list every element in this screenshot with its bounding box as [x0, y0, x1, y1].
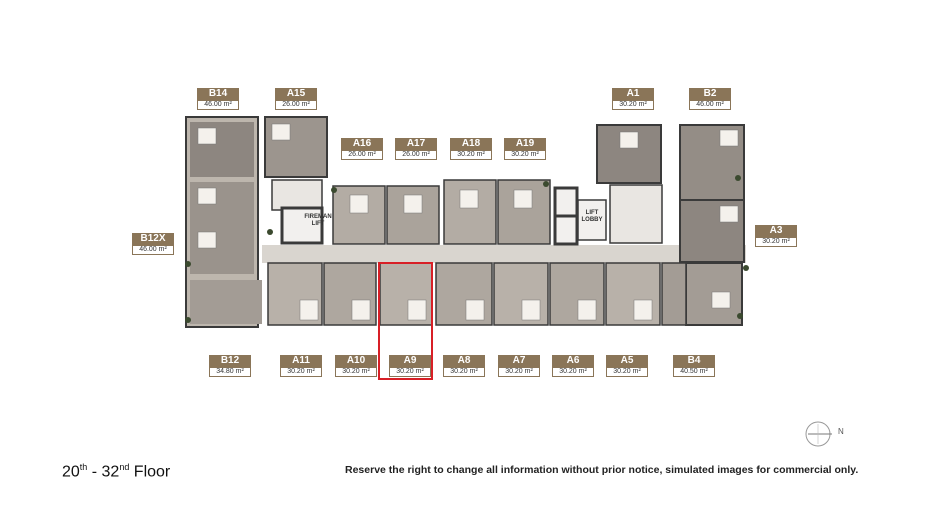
unit-area: 30.20 m² — [612, 100, 654, 110]
unit-tag-a10: A10 30.20 m² — [335, 355, 377, 377]
unit-area: 40.50 m² — [673, 367, 715, 377]
disclaimer-text: Reserve the right to change all informat… — [345, 464, 859, 476]
unit-name: A10 — [335, 355, 377, 367]
unit-name: A7 — [498, 355, 540, 367]
unit-area: 30.20 m² — [450, 150, 492, 160]
unit-area: 26.00 m² — [395, 150, 437, 160]
lift-lobby-label-line2: LOBBY — [581, 217, 603, 223]
unit-area: 34.80 m² — [209, 367, 251, 377]
unit-area: 30.20 m² — [498, 367, 540, 377]
unit-area: 30.20 m² — [504, 150, 546, 160]
unit-name: A18 — [450, 138, 492, 150]
unit-tag-a3: A3 30.20 m² — [755, 225, 797, 247]
unit-name: B4 — [673, 355, 715, 367]
unit-area: 30.20 m² — [755, 237, 797, 247]
plants — [185, 175, 749, 323]
unit-a18-floor — [443, 179, 497, 245]
unit-b12-floor — [190, 280, 262, 324]
floor-to-suffix: nd — [119, 462, 130, 472]
unit-area: 46.00 m² — [132, 245, 174, 255]
unit-name: A16 — [341, 138, 383, 150]
unit-area: 30.20 m² — [389, 367, 431, 377]
unit-name: A15 — [275, 88, 317, 100]
unit-tag-b14: B14 46.00 m² — [197, 88, 239, 110]
unit-highlight-a9 — [378, 262, 433, 380]
unit-name: B12 — [209, 355, 251, 367]
floor-word: Floor — [129, 463, 171, 481]
unit-name: A3 — [755, 225, 797, 237]
floor-from-suffix: th — [79, 462, 88, 472]
fireman-lift-label: FIREMAN LIFT — [298, 214, 338, 228]
lift-lobby-core — [577, 199, 607, 241]
unit-name: A11 — [280, 355, 322, 367]
fireman-lift-core — [280, 206, 324, 245]
unit-tag-a7: A7 30.20 m² — [498, 355, 540, 377]
lift-core-right-2 — [553, 214, 579, 246]
fireman-lift-label-line2: LIFT — [311, 221, 325, 227]
corridor — [262, 245, 746, 263]
unit-tag-a15: A15 26.00 m² — [275, 88, 317, 110]
unit-area: 30.20 m² — [606, 367, 648, 377]
lift-lobby-label: LIFT LOBBY — [578, 210, 606, 224]
unit-name: A19 — [504, 138, 546, 150]
unit-a17-floor — [386, 185, 440, 245]
floor-separator: - — [87, 463, 102, 481]
unit-b4x-floor — [661, 262, 687, 326]
unit-area: 26.00 m² — [275, 100, 317, 110]
lift-core-right-1 — [553, 186, 579, 218]
stair-core-right — [609, 184, 663, 244]
unit-tag-a17: A17 26.00 m² — [395, 138, 437, 160]
unit-a6-floor — [549, 262, 605, 326]
unit-tag-b2: B2 46.00 m² — [689, 88, 731, 110]
unit-area: 30.20 m² — [552, 367, 594, 377]
unit-tag-a11: A11 30.20 m² — [280, 355, 322, 377]
unit-tag-a19: A19 30.20 m² — [504, 138, 546, 160]
furniture-beds — [197, 123, 739, 321]
unit-name: A17 — [395, 138, 437, 150]
unit-a19-floor — [497, 179, 551, 245]
unit-area: 30.20 m² — [443, 367, 485, 377]
unit-tag-a8: A8 30.20 m² — [443, 355, 485, 377]
unit-name: A5 — [606, 355, 648, 367]
floor-title: 20th - 32nd Floor — [62, 462, 170, 481]
unit-tag-a18: A18 30.20 m² — [450, 138, 492, 160]
unit-area: 46.00 m² — [689, 100, 731, 110]
unit-tag-a5: A5 30.20 m² — [606, 355, 648, 377]
unit-area: 46.00 m² — [197, 100, 239, 110]
unit-area: 30.20 m² — [280, 367, 322, 377]
unit-a16-floor — [332, 185, 386, 245]
unit-name: B2 — [689, 88, 731, 100]
unit-tag-a9: A9 30.20 m² — [389, 355, 431, 377]
unit-tag-a1: A1 30.20 m² — [612, 88, 654, 110]
unit-name: A6 — [552, 355, 594, 367]
unit-name: A8 — [443, 355, 485, 367]
floor-from: 20 — [62, 463, 80, 481]
lift-lobby-label-line1: LIFT — [585, 210, 599, 216]
unit-name: A9 — [389, 355, 431, 367]
unit-tag-b4: B4 40.50 m² — [673, 355, 715, 377]
compass-north-label: N — [838, 427, 844, 436]
floor-to: 32 — [101, 463, 120, 481]
unit-name: B14 — [197, 88, 239, 100]
unit-area: 26.00 m² — [341, 150, 383, 160]
unit-tag-a16: A16 26.00 m² — [341, 138, 383, 160]
unit-tag-b12x: B12X 46.00 m² — [132, 233, 174, 255]
unit-tag-a6: A6 30.20 m² — [552, 355, 594, 377]
fireman-lift-label-line1: FIREMAN — [304, 214, 332, 220]
compass-icon — [805, 421, 832, 447]
unit-name: A1 — [612, 88, 654, 100]
unit-name: B12X — [132, 233, 174, 245]
unit-area: 30.20 m² — [335, 367, 377, 377]
stair-core-left — [271, 179, 323, 211]
unit-tag-b12: B12 34.80 m² — [209, 355, 251, 377]
